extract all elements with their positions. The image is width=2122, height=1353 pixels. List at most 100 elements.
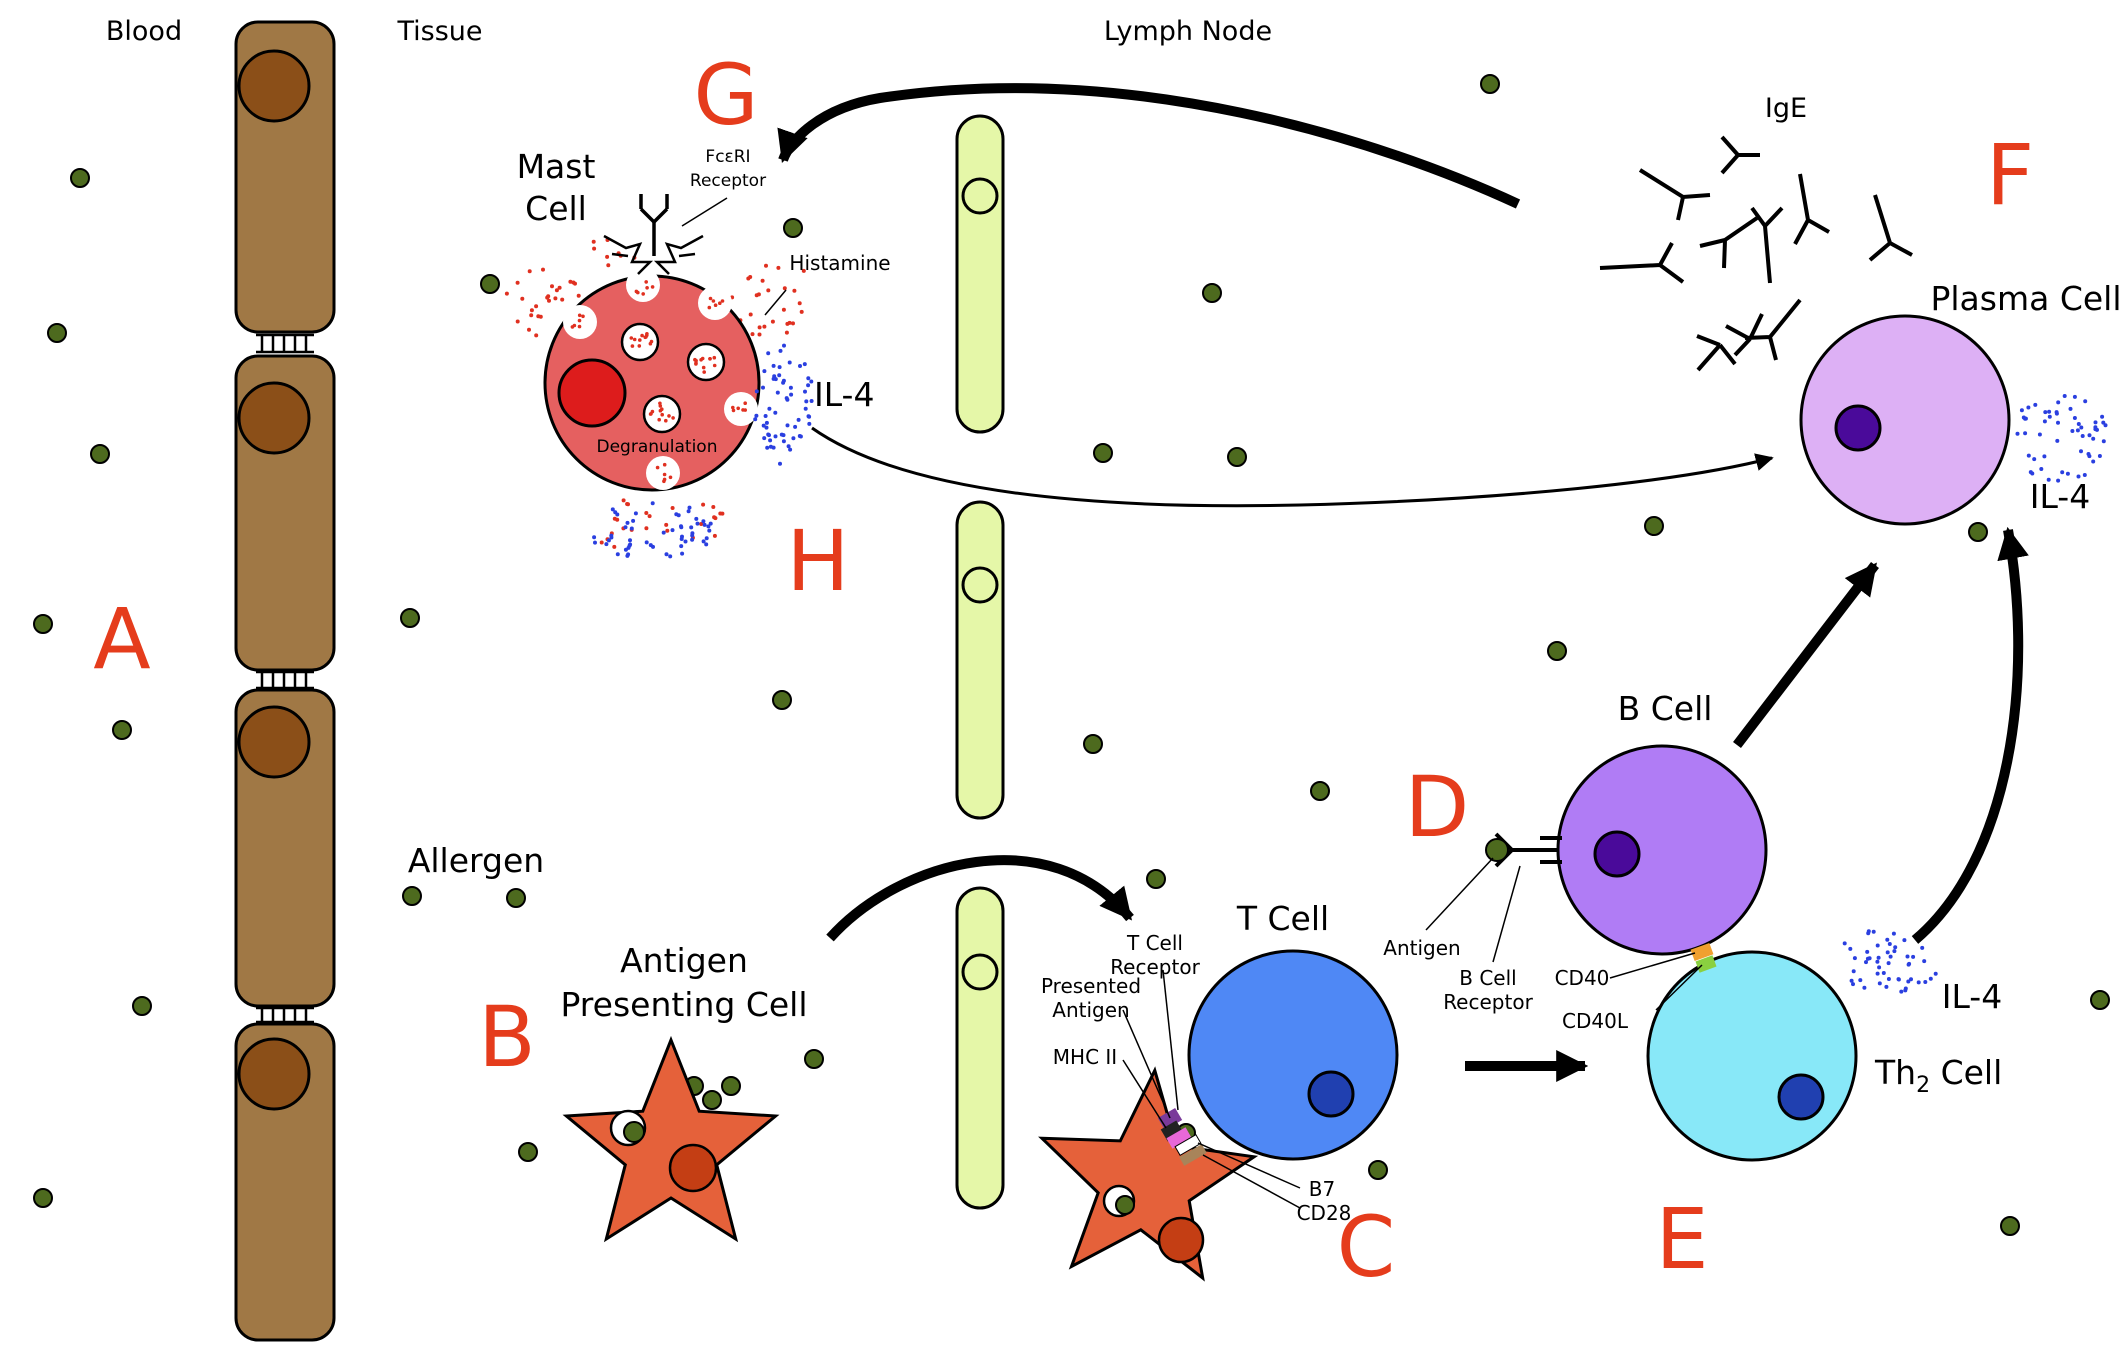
endothelial-nucleus — [237, 49, 311, 123]
letter-e: E — [1655, 1190, 1708, 1288]
il4-dot — [2076, 474, 2081, 479]
il4-dot — [1877, 981, 1882, 986]
label-fceri-line1: FcεRI — [705, 147, 750, 167]
il4-dot — [623, 525, 628, 530]
label-mhc: MHC II — [1053, 1045, 1117, 1069]
il4-dot — [628, 538, 632, 543]
il4-dot — [1923, 980, 1928, 984]
histamine-dot — [757, 332, 762, 337]
histamine-dot — [534, 333, 539, 338]
il4-dot — [707, 528, 712, 533]
il4-dot — [2056, 400, 2061, 405]
il4-dot — [2039, 467, 2044, 471]
il4-dot — [771, 376, 776, 381]
histamine-dot — [787, 320, 792, 325]
il4-dot — [1902, 938, 1907, 943]
allergen-particle — [518, 1142, 538, 1162]
il4-dot — [2076, 422, 2081, 426]
il4-dot — [2026, 453, 2031, 458]
il4-dot — [694, 516, 699, 521]
histamine-dot — [599, 540, 604, 545]
arrow-ige-to-mast — [777, 83, 1521, 209]
il4-dot — [2026, 405, 2031, 410]
apc-docked — [1038, 1066, 1259, 1282]
histamine-dot — [504, 291, 509, 296]
letter-d: D — [1405, 758, 1470, 856]
il4-dot — [644, 540, 649, 545]
lymph-vessel — [955, 500, 1005, 820]
histamine-dot — [529, 313, 534, 318]
granule-dot — [658, 404, 663, 408]
histamine-dot — [712, 533, 717, 538]
il4-dot — [683, 539, 688, 544]
il4-dot — [670, 528, 675, 533]
il4-dot — [1881, 971, 1886, 975]
label-ige: IgE — [1765, 93, 1807, 124]
allergen-particle — [112, 720, 132, 740]
il4-dot — [648, 543, 653, 548]
granule-dot — [658, 408, 663, 413]
endothelial-nucleus — [237, 1037, 311, 1111]
pore-dot — [731, 408, 736, 413]
label-cd28: CD28 — [1297, 1201, 1352, 1225]
letter-b: B — [478, 988, 536, 1086]
il4-dot — [1928, 976, 1933, 981]
il4-dot — [2046, 477, 2051, 482]
il4-dot — [803, 406, 808, 411]
il4-dot — [615, 552, 620, 557]
il4-dot — [680, 551, 685, 556]
il4-dot — [2023, 416, 2028, 421]
histamine-dot — [605, 254, 610, 259]
leader-lines — [681, 197, 1703, 1209]
il4-dot — [1887, 942, 1892, 946]
il4-dot — [771, 363, 776, 368]
il4-dot — [807, 414, 812, 419]
histamine-dot — [557, 285, 562, 290]
allergen-particle — [1644, 516, 1664, 536]
il4-dot — [2047, 414, 2052, 419]
il4-dot — [1891, 931, 1896, 936]
pore-dot — [720, 299, 725, 303]
il4-dot — [1884, 984, 1889, 989]
label-th2-cell: Th2 Cell — [1874, 1053, 2002, 1098]
il4-dot — [2032, 457, 2037, 462]
histamine-dot — [554, 288, 559, 293]
b-cell — [1556, 744, 1768, 956]
allergen-particle — [47, 323, 67, 343]
granule-dot — [645, 332, 649, 336]
granule-dot — [637, 344, 642, 348]
lymph-vessel — [955, 114, 1005, 434]
il4-dot — [777, 373, 782, 378]
il4-dot — [781, 378, 786, 383]
pore-dot — [577, 313, 582, 318]
il4-dot — [2100, 414, 2105, 419]
pore-dot — [707, 305, 712, 310]
il4-dot — [702, 522, 707, 527]
label-cd40: CD40 — [1555, 966, 1610, 990]
il4-dot — [2091, 436, 2096, 441]
il4-dot — [807, 421, 812, 426]
histamine-dot — [760, 278, 765, 283]
il4-dot — [701, 539, 706, 544]
il4-dot — [1866, 931, 1871, 936]
il4-dot — [1933, 971, 1938, 976]
il4-dot — [625, 520, 630, 525]
label-tcr-line1: T Cell — [1126, 931, 1183, 955]
label-b-cell: B Cell — [1618, 689, 1713, 728]
lymph-vessel-cell — [961, 177, 999, 215]
il4-dot — [650, 501, 655, 506]
mast-cell — [504, 194, 806, 549]
il4-dot — [1865, 949, 1870, 954]
granule-dot — [660, 412, 664, 417]
granule-contents — [629, 332, 717, 423]
cd40-cd40l — [1690, 942, 1717, 973]
il4-dot — [1864, 960, 1868, 965]
th2-cell — [1646, 950, 1858, 1162]
histamine-dot — [748, 312, 753, 317]
histamine-dot — [576, 293, 581, 298]
label-histamine: Histamine — [789, 251, 890, 275]
label-antigen: Antigen — [1383, 936, 1460, 960]
il4-dot — [679, 524, 683, 529]
il4-dot — [2087, 454, 2092, 459]
histamine-dot — [750, 332, 755, 337]
